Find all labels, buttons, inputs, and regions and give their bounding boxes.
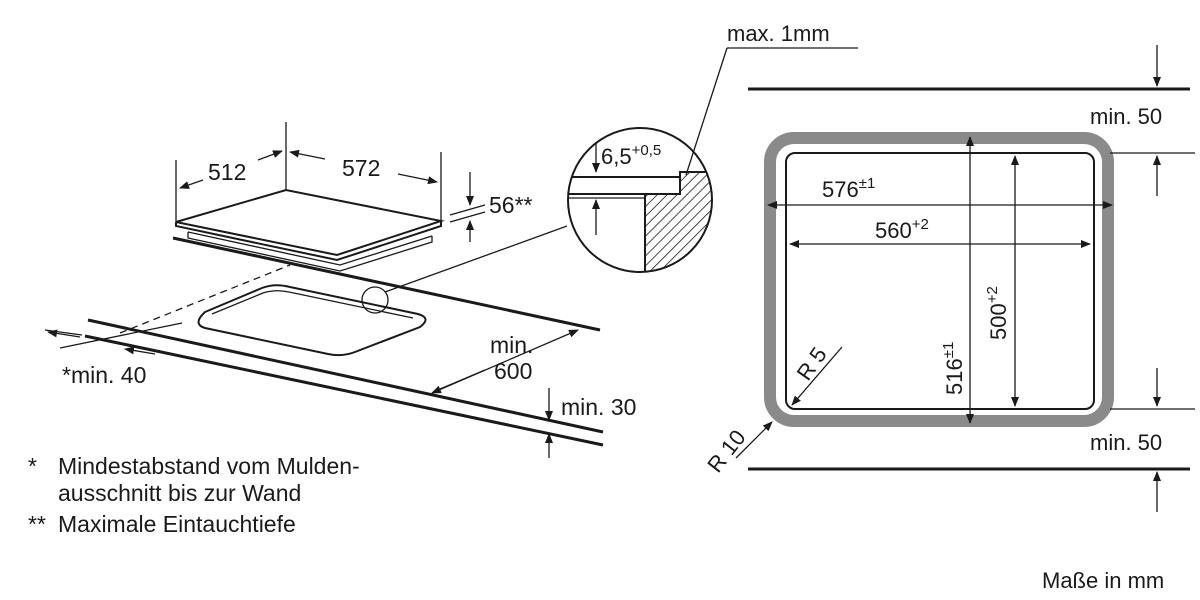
cutout-plan (735, 45, 1195, 512)
dim-min-30-label: min. 30 (561, 394, 636, 420)
detail-leader-line (384, 225, 568, 293)
plan-hob-outline (764, 132, 1114, 427)
width-outer-label: 576±1 (822, 175, 875, 202)
note1-line1: Mindestabstand vom Mulden- (58, 453, 360, 479)
r10-leader (735, 421, 773, 459)
dim40-arrow-2 (124, 346, 156, 355)
hob-frame (187, 231, 433, 266)
dim512-arrow-right (257, 150, 283, 161)
dim40-arrow-1 (47, 329, 81, 338)
note1-line2: ausschnitt bis zur Wand (58, 480, 301, 506)
note2-text: Maximale Eintauchtiefe (58, 511, 296, 537)
plan-cutout (785, 152, 1095, 410)
dim-height-label: 56** (489, 192, 533, 218)
dim572-arrow-left (289, 149, 326, 160)
depth-outer-label: 516±1 (940, 342, 967, 395)
dim-min-label: min. (490, 332, 533, 358)
hob-frame-bottom (187, 232, 433, 272)
dim40-ext-2 (59, 322, 183, 349)
cutout-dashed-edge (119, 264, 291, 334)
depth-inner-label: 500+2 (984, 286, 1011, 340)
r5-leader (791, 346, 843, 406)
detail-depth-label: 6,5+0,5 (601, 142, 661, 169)
dim600-leader (432, 369, 486, 393)
dim56-ext-1 (449, 204, 486, 216)
min-bottom-label: min. 50 (1090, 430, 1162, 455)
dim-depth-label: 572 (342, 155, 380, 181)
dim-width-label: 512 (208, 159, 246, 185)
dim-min-600-label: 600 (494, 358, 532, 384)
worktop-drawing (44, 225, 604, 458)
max-label: max. 1mm (727, 21, 830, 46)
units-label: Maße in mm (1042, 568, 1164, 593)
dim-min-40-label: *min. 40 (62, 362, 146, 388)
dim56-ext-2 (449, 211, 486, 223)
note1-marker: * (28, 453, 37, 479)
note2-marker: ** (28, 511, 46, 537)
worktop-cutout (197, 284, 427, 357)
dim572-arrow-right (397, 173, 438, 185)
worktop-back-edge (172, 236, 601, 332)
worktop-front-edge-bottom (84, 334, 604, 447)
hob-glass-side (175, 221, 442, 262)
worktop-front-edge-top (87, 318, 604, 434)
detail-marker-circle (361, 286, 389, 314)
max-leader-diagonal (685, 47, 728, 176)
width-inner-label: 560+2 (875, 216, 929, 243)
worktop-cutout-inner (211, 290, 414, 319)
radius-inner-label: R 5 (792, 342, 832, 384)
hob-drawing (175, 122, 486, 272)
min-top-label: min. 50 (1090, 104, 1162, 129)
dim512-arrow-left (179, 179, 204, 189)
